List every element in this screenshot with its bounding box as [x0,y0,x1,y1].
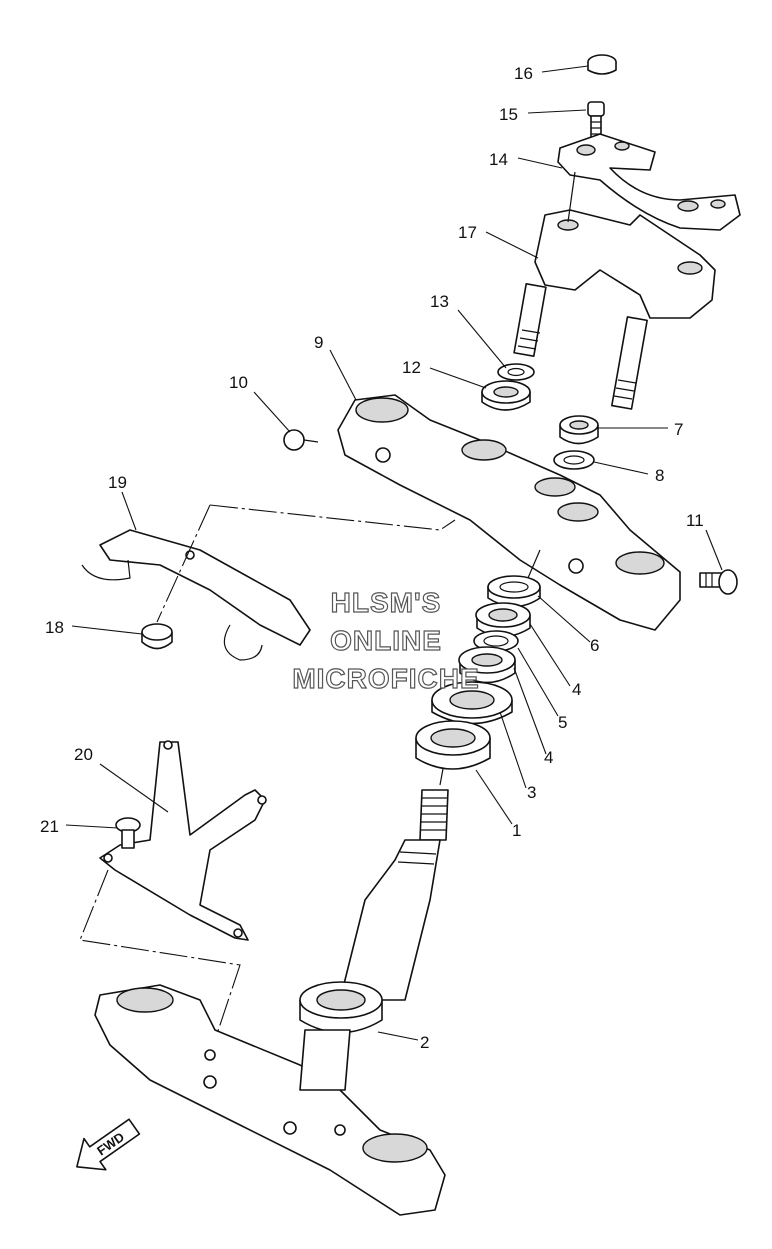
assembly-line-19 [209,504,456,531]
part-1-bearing [415,720,491,770]
part-6-lock-washer [487,575,541,608]
callout-21: 21 [40,817,59,836]
callout-4b: 4 [544,748,553,767]
callout-3: 3 [527,783,536,802]
part-19-wire-guide [81,529,311,661]
steering-stem [339,789,449,1001]
part-18-nut [141,623,173,650]
callout-2: 2 [420,1033,429,1052]
lower-bracket [94,984,446,1216]
fwd-badge: FWD [76,1118,141,1171]
part-3-dust-seal [431,681,513,725]
part-15-bolt [587,101,605,141]
callout-18: 18 [45,618,64,637]
part-8-washer [553,450,595,470]
callout-1: 1 [512,821,521,840]
part-7-nut [559,415,599,445]
callout-5: 5 [558,713,567,732]
watermark-line-3: MICROFICHE [292,663,479,694]
part-16-cap [587,54,617,75]
callout-9: 9 [314,333,323,352]
callout-4a: 4 [572,680,581,699]
callout-11: 11 [686,511,704,530]
part-11-bolt [699,569,738,595]
part-20-stay [99,740,267,941]
part-17-handlebar-holder [513,209,716,410]
assembly-line-20 [79,869,241,1041]
part-12-damper [481,380,531,411]
callout-8: 8 [655,466,664,485]
assembly-line-15-17 [567,171,576,223]
part-4-ring-nut-lower [458,646,516,684]
callout-10: 10 [229,373,248,392]
part-9-upper-bracket [337,394,681,631]
callout-13: 13 [430,292,449,311]
leader-lines [65,65,723,1041]
assembly-line-18 [156,504,211,623]
callout-17: 17 [458,223,477,242]
watermark: HLSM'S ONLINE MICROFICHE [292,586,480,694]
assembly-line-6 [527,549,541,579]
callout-16: 16 [514,64,533,83]
part-21-bolt [115,817,141,849]
watermark-line-2: ONLINE [330,625,442,656]
part-13-washer [497,363,535,381]
callout-6: 6 [590,636,599,655]
watermark-line-1: HLSM'S [331,587,442,618]
callout-14: 14 [489,150,508,169]
part-14-upper-clamp [557,133,741,231]
part-2-lower-bearing [299,981,383,1091]
callout-19: 19 [108,473,127,492]
callout-20: 20 [74,745,93,764]
callout-12: 12 [402,358,421,377]
callout-7: 7 [674,420,683,439]
callout-labels: 16 15 14 17 13 12 9 10 7 8 19 11 18 6 4 … [40,64,704,1052]
part-10-cap [283,429,319,451]
callout-15: 15 [499,105,518,124]
